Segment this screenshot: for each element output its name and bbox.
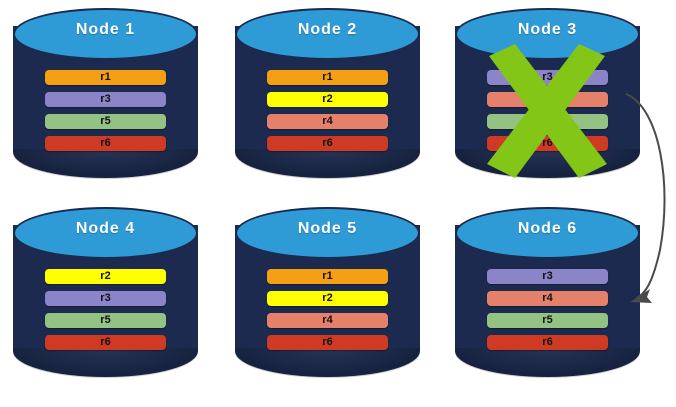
node-3[interactable]: Node 3 r3 r4 r5 r6 bbox=[455, 8, 640, 190]
node-1-cylinder-base bbox=[13, 149, 198, 179]
node-4-replica-r6[interactable]: r6 bbox=[45, 335, 166, 350]
node-1-replica-r5[interactable]: r5 bbox=[45, 114, 166, 129]
node-1-cylinder-top bbox=[13, 8, 198, 60]
node-2-replica-r1[interactable]: r1 bbox=[267, 70, 388, 85]
node-2-replica-r6[interactable]: r6 bbox=[267, 136, 388, 151]
node-4-replica-r2[interactable]: r2 bbox=[45, 269, 166, 284]
node-2-cylinder-top bbox=[235, 8, 420, 60]
node-6-cylinder-base bbox=[455, 348, 640, 378]
node-3-replica-list: r3 r4 r5 r6 bbox=[487, 70, 608, 151]
node-1[interactable]: Node 1 r1 r3 r5 r6 bbox=[13, 8, 198, 190]
node-6[interactable]: Node 6 r3 r4 r5 r6 bbox=[455, 207, 640, 389]
node-6-label: Node 6 bbox=[517, 220, 578, 237]
node-4-replica-r3[interactable]: r3 bbox=[45, 291, 166, 306]
node-4-replica-r5[interactable]: r5 bbox=[45, 313, 166, 328]
node-3-replica-r4[interactable]: r4 bbox=[487, 92, 608, 107]
node-2-label: Node 2 bbox=[297, 21, 358, 38]
node-5-cylinder-base bbox=[235, 348, 420, 378]
node-2-cylinder-base bbox=[235, 149, 420, 179]
node-1-replica-r3[interactable]: r3 bbox=[45, 92, 166, 107]
node-6-replica-r3[interactable]: r3 bbox=[487, 269, 608, 284]
node-5-replica-r1[interactable]: r1 bbox=[267, 269, 388, 284]
node-4-label: Node 4 bbox=[75, 220, 136, 237]
node-3-cylinder-base bbox=[455, 149, 640, 179]
node-6-replica-list: r3 r4 r5 r6 bbox=[487, 269, 608, 350]
node-2[interactable]: Node 2 r1 r2 r4 r6 bbox=[235, 8, 420, 190]
node-3-replica-r6[interactable]: r6 bbox=[487, 136, 608, 151]
node-5-replica-list: r1 r2 r4 r6 bbox=[267, 269, 388, 350]
node-3-replica-r5[interactable]: r5 bbox=[487, 114, 608, 129]
node-6-replica-r6[interactable]: r6 bbox=[487, 335, 608, 350]
node-1-replica-r1[interactable]: r1 bbox=[45, 70, 166, 85]
node-6-replica-r4[interactable]: r4 bbox=[487, 291, 608, 306]
node-1-replica-r6[interactable]: r6 bbox=[45, 136, 166, 151]
node-4-replica-list: r2 r3 r5 r6 bbox=[45, 269, 166, 350]
node-5-cylinder-top bbox=[235, 207, 420, 259]
node-3-label: Node 3 bbox=[517, 21, 578, 38]
node-4-cylinder-top bbox=[13, 207, 198, 259]
node-2-replica-r4[interactable]: r4 bbox=[267, 114, 388, 129]
node-1-replica-list: r1 r3 r5 r6 bbox=[45, 70, 166, 151]
node-5-replica-r6[interactable]: r6 bbox=[267, 335, 388, 350]
node-4-cylinder-base bbox=[13, 348, 198, 378]
node-4[interactable]: Node 4 r2 r3 r5 r6 bbox=[13, 207, 198, 389]
node-5-label: Node 5 bbox=[297, 220, 358, 237]
node-2-replica-r2[interactable]: r2 bbox=[267, 92, 388, 107]
node-1-label: Node 1 bbox=[75, 21, 136, 38]
node-5[interactable]: Node 5 r1 r2 r4 r6 bbox=[235, 207, 420, 389]
node-3-replica-r3[interactable]: r3 bbox=[487, 70, 608, 85]
node-6-replica-r5[interactable]: r5 bbox=[487, 313, 608, 328]
node-2-replica-list: r1 r2 r4 r6 bbox=[267, 70, 388, 151]
node-5-replica-r2[interactable]: r2 bbox=[267, 291, 388, 306]
node-5-replica-r4[interactable]: r4 bbox=[267, 313, 388, 328]
